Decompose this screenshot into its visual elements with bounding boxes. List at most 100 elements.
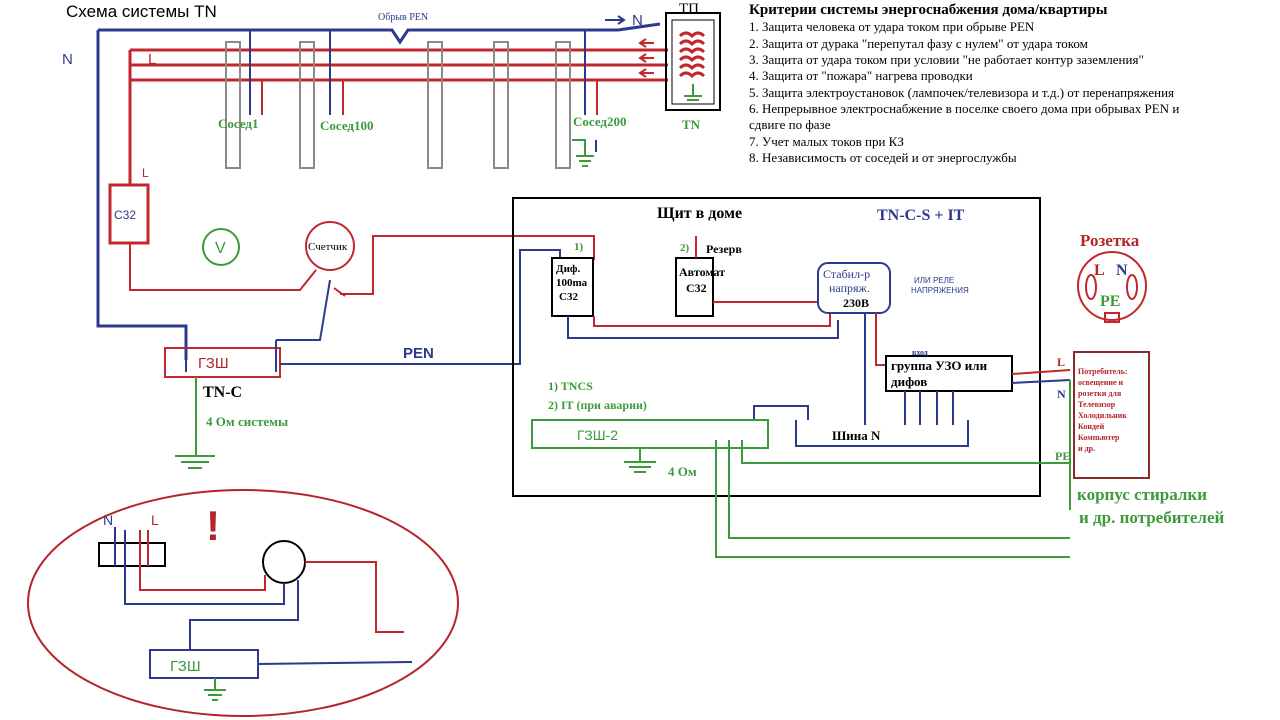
pole: [299, 41, 315, 169]
diagram-title: Схема системы TN: [66, 2, 217, 21]
arrow-icon: [638, 53, 654, 63]
pole: [225, 41, 241, 169]
criteria-item: 1. Защита человека от удара током при об…: [749, 19, 1035, 34]
arrow-icon: [605, 15, 626, 25]
ground-icon: [204, 678, 226, 701]
criteria-item: 6. Непрерывное электроснабжение в поселк…: [749, 101, 1179, 116]
criteria-title: Критерии системы энергоснабжения дома/кв…: [749, 2, 1108, 18]
dif-label-line: С32: [559, 291, 578, 303]
inset-earth-bus: [149, 649, 259, 679]
criteria-item: 2. Защита от дурака "перепутал фазу с ну…: [749, 36, 1088, 51]
reserve-number: 2): [680, 242, 690, 254]
substation-box: [665, 12, 721, 111]
arrow-icon: [638, 68, 654, 78]
neighbor-drops: [249, 30, 598, 115]
rcd-neutral-links: [904, 391, 954, 425]
panel-subtitle: TN-C-S + IT: [877, 207, 965, 224]
relay-label-line: НАПРЯЖЕНИЯ: [911, 286, 969, 295]
consumer-pe: PE: [1055, 449, 1070, 463]
system-resistance-label: 4 Ом системы: [206, 414, 288, 429]
ground-icon: [624, 448, 656, 473]
main-earth-bus: [164, 347, 281, 378]
alert-mark: !: [206, 502, 220, 549]
rcd-input-label: вход: [912, 348, 928, 357]
washer-label-line: корпус стиралки: [1077, 485, 1207, 504]
stab-out-phase-wire: [875, 313, 887, 366]
ground-icon: [684, 84, 702, 101]
mode-item: 2) IT (при аварии): [548, 398, 647, 412]
rcd-label-line: группа УЗО или: [891, 358, 988, 373]
service-neutral-wire: [96, 30, 188, 360]
dif-out-neutral-wire: [567, 316, 839, 339]
main-earth-bus-label: ГЗШ: [198, 355, 229, 372]
svg-text:Холодильник: Холодильник: [1078, 411, 1127, 420]
substation-type-label: TN: [682, 117, 701, 132]
pole: [427, 41, 443, 169]
svg-text:Телевизор: Телевизор: [1078, 400, 1116, 409]
right-neutral-label: N: [632, 12, 643, 29]
dif-label-line: 100ma: [556, 277, 588, 289]
socket-pe: PE: [1100, 293, 1120, 310]
overhead-neutral-wire: [98, 22, 661, 45]
neutral-bus: [795, 420, 969, 447]
left-neutral-label: N: [62, 51, 73, 68]
socket-l: L: [1094, 262, 1105, 279]
dif-breaker: [551, 257, 594, 317]
auto-label-line: Автомат: [679, 265, 725, 279]
phase-to-meter-wire: [129, 243, 317, 291]
criteria-item: 7. Учет малых токов при КЗ: [749, 134, 904, 149]
stab-label-line: Стабил-р: [823, 267, 870, 281]
pe-wires: [715, 380, 1071, 558]
reserve-breaker: [675, 257, 714, 317]
substation: [665, 12, 721, 111]
pen-wire: [280, 249, 561, 365]
criteria-item: 3. Защита от удара током при условии "не…: [749, 52, 1144, 67]
pole: [493, 41, 509, 169]
dif-out-phase-wire: [593, 310, 831, 327]
left-phase-label: L: [148, 51, 156, 68]
inset-earth-bus-label: ГЗШ: [170, 658, 201, 675]
consumer-box: [1073, 351, 1150, 479]
mode-item: 1) TNCS: [548, 379, 593, 393]
consumer-l: L: [1057, 355, 1065, 369]
criteria-item: 8. Независимость от соседей и от энергос…: [749, 150, 1017, 165]
consumer-text: Потребитель: освещение и розетки для Тел…: [1078, 367, 1128, 453]
transformer-coil-icon: [678, 31, 706, 79]
dif-label-line: Диф.: [556, 263, 581, 275]
substation-label: ТП: [679, 1, 699, 17]
consumer-n: N: [1057, 387, 1066, 401]
rcd-group: [885, 355, 1013, 392]
pen-label: PEN: [403, 345, 434, 362]
socket-n: N: [1116, 262, 1128, 279]
ground-icon: [572, 139, 597, 167]
svg-text:Кондей: Кондей: [1078, 422, 1105, 431]
overhead-line: [98, 15, 668, 185]
voltmeter: [202, 228, 240, 266]
inset-callout: [27, 489, 459, 717]
meter-label: Счетчик: [308, 241, 348, 253]
meter-neutral-wire: [276, 279, 331, 341]
neutral-bus-label: Шина N: [832, 428, 881, 443]
socket-title: Розетка: [1080, 231, 1140, 250]
auto-label-line: С32: [686, 281, 707, 295]
stab-label-line: напряж.: [829, 281, 870, 295]
svg-text:освещение и: освещение и: [1078, 378, 1123, 387]
stab-label-line: 230В: [843, 296, 869, 310]
dif-number: 1): [574, 241, 584, 253]
inset-meter: [262, 540, 306, 584]
washer-label-line: и др. потребителей: [1079, 508, 1225, 527]
pole: [555, 41, 571, 169]
neighbor-200-label: Сосед200: [573, 114, 627, 129]
system-label: TN-C: [203, 384, 242, 401]
voltage-stabilizer: [817, 262, 891, 314]
electricity-meter: [305, 221, 355, 271]
earth-bus-2: [531, 419, 769, 449]
house-panel: [512, 197, 1041, 497]
criteria-item: 4. Защита от "пожара" нагрева проводки: [749, 68, 973, 83]
svg-text:Потребитель:: Потребитель:: [1078, 367, 1128, 376]
reserve-label: Резерв: [706, 242, 742, 256]
relay-label-line: ИЛИ РЕЛЕ: [914, 276, 954, 285]
meter-out-phase-wire: [340, 235, 595, 295]
neighbor-1-label: Сосед1: [218, 116, 259, 131]
